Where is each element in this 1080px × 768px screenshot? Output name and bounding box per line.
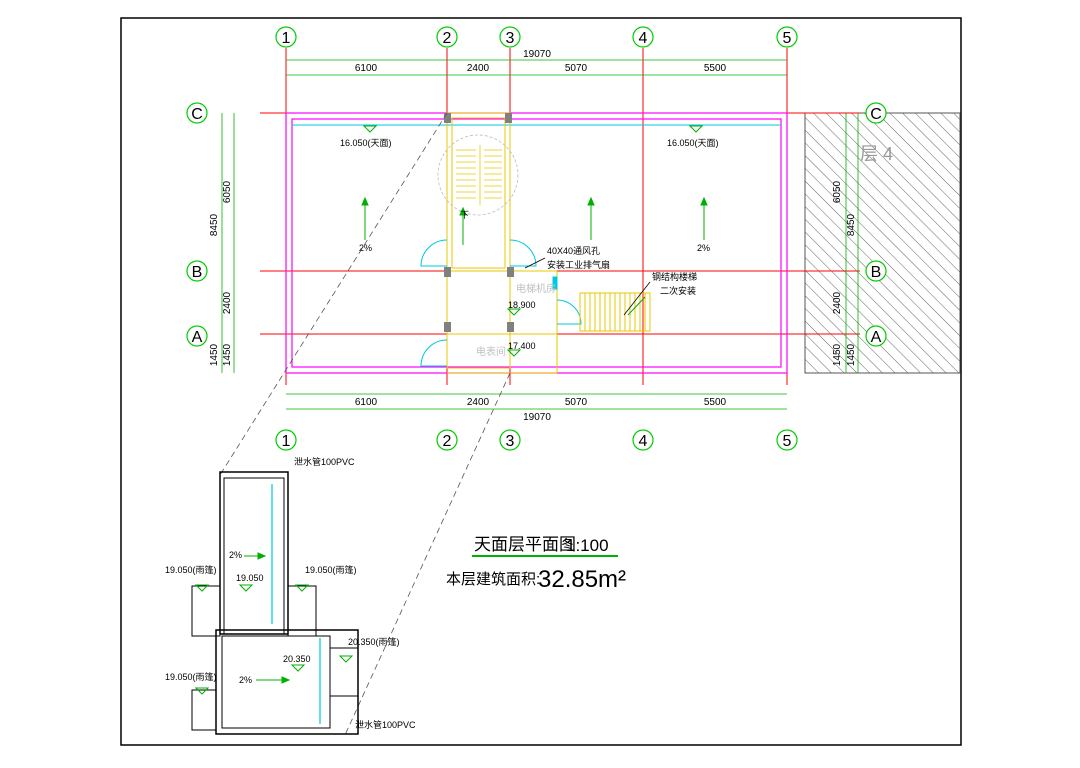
detail-labels: 泄水管100PVC 泄水管100PVC 2% 2% 19.050(雨篷) 19.… [165,456,416,730]
slope-left: 2% [359,243,372,253]
drain-pipes [271,484,321,724]
dim-left-bottom: 1450 [209,343,220,366]
stair-well-outline [437,134,519,216]
axis-col-4-top: 4 [639,30,648,47]
vent-note-1: 40X40通风孔 [547,246,600,256]
drain-note-top: 泄水管100PVC [294,456,355,467]
ladder-note-1: 钢结构楼梯 [652,271,697,282]
dim-left-outer: 8450 [209,213,220,236]
detail-slope-arrows [244,552,291,684]
vent-note-2: 安装工业排气扇 [547,259,610,270]
level-lower-mid: 20.350 [283,654,311,664]
grid-lines [260,48,860,385]
ladder-note-2: 二次安装 [660,285,696,296]
axis-row-a-right: A [871,329,882,346]
axis-col-3-top: 3 [506,30,515,47]
level-lower-right: 20.350(雨篷) [348,636,400,647]
axis-col-4-bottom: 4 [639,433,648,450]
area-value: 32.85m² [538,566,626,593]
dim-left-inner-1: 6050 [222,180,233,203]
axis-col-1-top: 1 [282,30,291,47]
axis-col-5-top: 5 [783,30,792,47]
dim-top-total: 19070 [523,49,551,60]
axis-row-a-left: A [192,329,203,346]
dim-top-3: 5070 [565,63,588,74]
drawing-title: 天面层平面图 [474,535,576,554]
detail-slope-lower: 2% [239,675,252,685]
slope-arrows [361,196,708,316]
axis-labels: 1 2 3 4 5 1 2 3 4 5 C B A C B A [191,30,882,450]
level-upper-mid: 19.050 [236,573,264,583]
drawing-scale: 1:100 [566,536,609,555]
title-block: 天面层平面图 1:100 本层建筑面积: 32.85m² [446,535,626,593]
level-lower-left: 19.050(雨篷) [165,671,217,682]
ladder-leader [623,281,651,316]
level-markers [362,125,704,357]
dimension-lines [221,59,859,410]
axis-col-2-bottom: 2 [443,433,452,450]
level-18900: 18.900 [508,300,536,310]
area-label: 本层建筑面积: [446,571,540,588]
doors [420,239,582,367]
dim-left-inner-2: 2400 [222,291,233,314]
dim-bottom-2: 2400 [467,397,490,408]
axis-row-b-right: B [871,264,882,281]
vertical-dimension-text: 8450 6050 2400 1450 1450 8450 6050 2400 … [209,180,857,366]
dim-top-1: 6100 [355,63,378,74]
axis-col-3-bottom: 3 [506,433,515,450]
slope-right: 2% [697,243,710,253]
axis-col-5-bottom: 5 [783,433,792,450]
columns [444,113,514,332]
axis-row-c-left: C [191,106,203,123]
level-upper-left: 19.050(雨篷) [165,564,217,575]
dim-right-inner-3: 1450 [832,343,843,366]
dim-top-4: 5500 [704,63,727,74]
level-17400: 17.400 [508,341,536,351]
stair-detail [191,471,359,735]
axis-bubbles [186,26,887,451]
dim-left-inner-3: 1450 [222,343,233,366]
drain-note-bottom: 泄水管100PVC [355,719,416,730]
detail-slope-upper: 2% [229,550,242,560]
plan-labels: 16.050(天面) 16.050(天面) 2% 2% 下 40X40通风孔 安… [340,138,719,358]
axis-col-2-top: 2 [443,30,452,47]
axis-row-b-left: B [192,264,203,281]
dimension-text: 19070 6100 2400 5070 5500 6100 2400 5070… [355,49,727,423]
dim-bottom-total: 19070 [523,412,551,423]
dim-top-2: 2400 [467,63,490,74]
level-upper-right: 19.050(雨篷) [305,564,357,575]
machine-room-label: 电梯机房 [516,282,556,295]
axis-col-1-bottom: 1 [282,433,291,450]
detail-level-markers [194,584,354,695]
hatch-label: 层 4 [860,144,893,164]
roof-level-left: 16.050(天面) [340,138,392,148]
steel-ladder [579,292,651,332]
dim-bottom-4: 5500 [704,397,727,408]
roof-level-right: 16.050(天面) [667,138,719,148]
vent-leader [524,257,546,269]
dim-bottom-3: 5070 [565,397,588,408]
dim-right-bottom: 1450 [846,343,857,366]
dim-right-inner-1: 6050 [832,180,843,203]
stair-treads [456,145,502,205]
sheet-border [120,17,962,746]
axis-row-c-right: C [870,106,882,123]
meter-room-label: 电表间 [476,345,506,358]
dim-right-outer: 8450 [846,213,857,236]
detail-projection-lines [219,112,511,736]
dim-bottom-1: 6100 [355,397,378,408]
dim-right-inner-2: 2400 [832,291,843,314]
stair-core [446,112,558,374]
stair-down-mark: 下 [460,210,469,220]
